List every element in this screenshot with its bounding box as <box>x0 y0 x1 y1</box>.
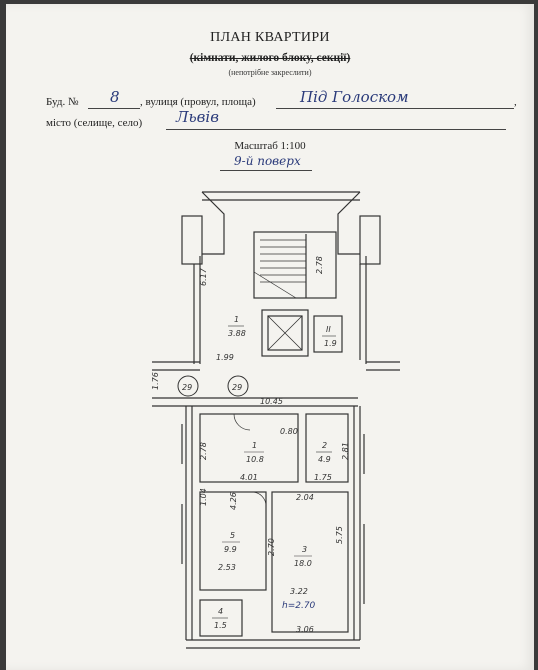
plan-walls <box>152 191 400 649</box>
dim-ceiling-height: h=2.70 <box>282 601 316 611</box>
room-num-2: II <box>326 325 331 334</box>
building-value: 8 <box>110 88 120 106</box>
document-subtitle: (кімнати, жилого блоку, секції) <box>6 52 534 64</box>
dim-room5-top: 1.04 <box>199 488 208 506</box>
room-area-4: 4.9 <box>318 455 331 464</box>
room-num-5: 5 <box>230 531 235 540</box>
street-underline <box>276 108 514 109</box>
room-area-3: 10.8 <box>246 455 264 464</box>
room-num-4: 2 <box>322 441 327 450</box>
marker-circle-2 <box>227 375 249 397</box>
dim-room3-left: 2.70 <box>267 538 276 556</box>
room-area-7: 1.5 <box>214 621 227 630</box>
room-area-5: 9.9 <box>224 545 237 554</box>
subtitle-text: (кімнати, жилого блоку, секції) <box>189 52 351 64</box>
dim-corridor-width: 1.99 <box>216 353 234 362</box>
dim-room3-right: 5.75 <box>335 526 344 544</box>
dim-room3-width: 3.22 <box>290 587 308 596</box>
room-num-6: 3 <box>302 545 307 554</box>
dim-stair-side: 2.78 <box>315 256 324 274</box>
dim-room2-height: 2.81 <box>341 442 350 460</box>
dim-room3-top: 2.04 <box>296 493 314 502</box>
street-value: Під Голоском <box>300 88 409 106</box>
dim-room1-height: 2.78 <box>199 442 208 460</box>
room-area-6: 18.0 <box>294 559 312 568</box>
strike-note: (непотрібне закреслити) <box>228 68 312 77</box>
plan-markers: 29 29 <box>177 375 249 397</box>
dim-room5-mid: 4.26 <box>229 492 238 510</box>
room-area-1: 3.88 <box>228 329 246 338</box>
document-title: ПЛАН КВАРТИРИ <box>210 30 330 45</box>
plan-rooms: 1 3.88 II 1.9 1 10.8 2 4.9 5 9.9 3 18.0 … <box>212 315 337 630</box>
dim-room1-door: 0.80 <box>280 427 298 436</box>
dim-room5-width: 2.53 <box>218 563 236 572</box>
document-sheet: ПЛАН КВАРТИРИ (кімнати, жилого блоку, се… <box>6 4 534 670</box>
dim-room3-bottom: 3.06 <box>296 625 314 634</box>
room-num-1: 1 <box>234 315 239 324</box>
dim-room2-width: 1.75 <box>314 473 332 482</box>
room-num-3: 1 <box>252 441 257 450</box>
city-label: місто (селище, село) <box>46 117 143 129</box>
marker-label-2: 29 <box>232 383 242 392</box>
marker-circle-1 <box>177 375 199 397</box>
dim-overall-width: 10.45 <box>260 397 283 406</box>
floor-underline <box>220 170 312 171</box>
street-label: , вулиця (провул, площа) <box>140 96 256 108</box>
dim-room1-width: 4.01 <box>240 473 258 482</box>
building-underline <box>88 108 140 109</box>
city-underline <box>166 129 506 130</box>
plan-dimensions: 6.17 2.78 1.99 1.76 10.45 2.78 0.80 4.01… <box>151 256 350 634</box>
room-num-7: 4 <box>218 607 223 616</box>
scale-label: Масштаб 1:100 <box>234 140 306 152</box>
city-value: Львів <box>176 108 219 126</box>
building-label: Буд. № <box>46 96 79 108</box>
marker-label-1: 29 <box>182 383 192 392</box>
room-area-2: 1.9 <box>324 339 337 348</box>
floor-plan: 29 29 6.17 2.78 1.99 1.76 10.45 2.78 0.8… <box>151 191 400 649</box>
floor-label: 9-й поверх <box>234 154 301 168</box>
dim-stair-height: 6.17 <box>199 267 208 286</box>
dim-left-offset: 1.76 <box>151 372 160 390</box>
